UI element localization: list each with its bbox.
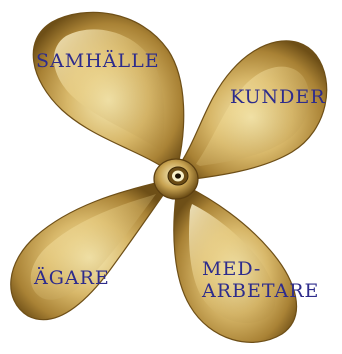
label-agare: ÄGARE [34,267,110,289]
label-medarbetare: MED- ARBETARE [202,258,319,302]
label-medarbetare-line1: MED- [202,258,319,280]
label-samhalle: SAMHÄLLE [36,50,160,72]
blade-top-left [33,12,183,172]
label-medarbetare-line2: ARBETARE [202,280,319,302]
blade-top-right [176,41,327,180]
blade-bottom-left [11,182,168,320]
propeller-hub [154,159,198,199]
label-kunder: KUNDER [230,86,326,108]
